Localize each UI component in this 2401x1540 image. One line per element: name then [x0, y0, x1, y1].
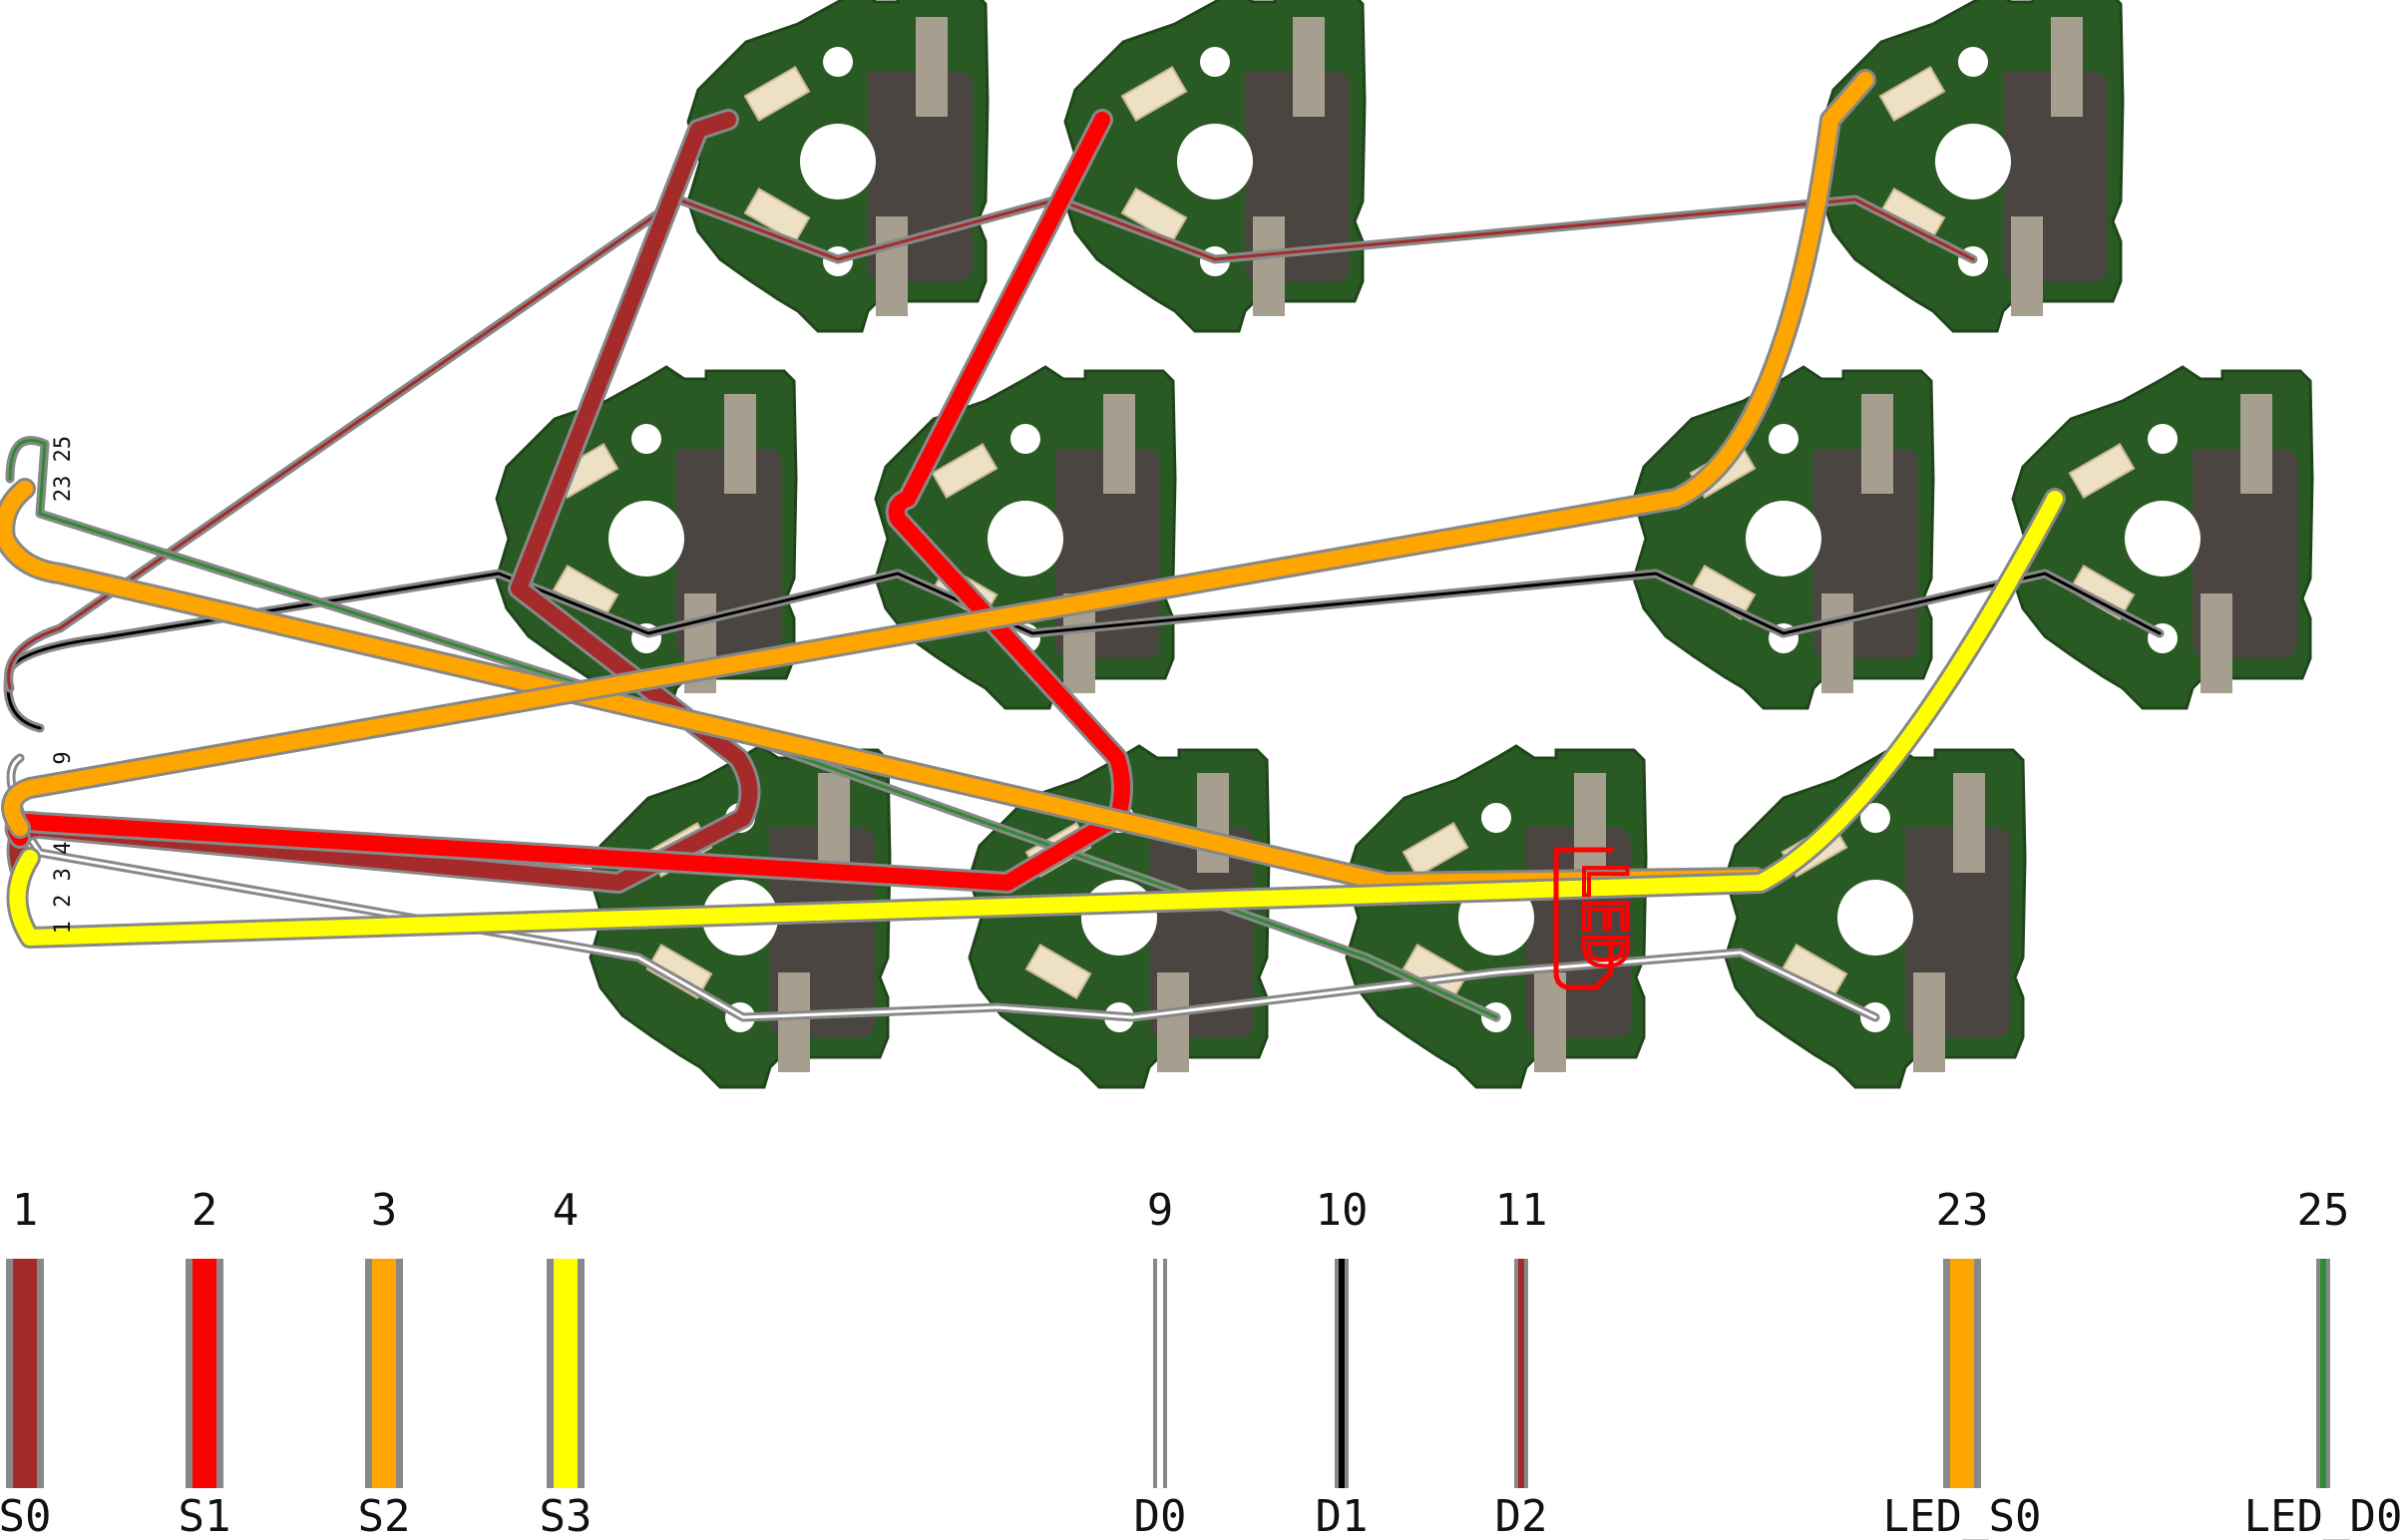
legend-name: D2 — [1495, 1491, 1548, 1540]
connector-label-mid: 9 — [51, 751, 76, 764]
legend-name: LED_D0 — [2244, 1491, 2401, 1540]
wire — [6, 572, 2162, 730]
legend-swatch — [1339, 1259, 1345, 1488]
connector-label-top: 23 25 — [51, 436, 76, 502]
legend-swatch — [554, 1259, 578, 1488]
legend-number: 2 — [192, 1185, 218, 1236]
legend-name: S3 — [540, 1491, 593, 1540]
legend-number: 23 — [1936, 1185, 1989, 1236]
legend-name: S1 — [179, 1491, 231, 1540]
connector-label-bottom: 1 2 3 4 — [51, 842, 76, 935]
legend-item-s3: 4S3 — [540, 1185, 593, 1540]
legend-number: 4 — [553, 1185, 580, 1236]
legend-name: D1 — [1316, 1491, 1369, 1540]
legend-name: LED_S0 — [1883, 1491, 2042, 1540]
switch-module — [1821, 0, 2125, 333]
legend-swatch — [193, 1259, 216, 1488]
legend-swatch — [1518, 1259, 1524, 1488]
legend-name: D0 — [1134, 1491, 1187, 1540]
legend-item-s2: 3S2 — [358, 1185, 411, 1540]
legend-name: S0 — [0, 1491, 51, 1540]
switch-module — [1063, 0, 1367, 333]
legend-number: 1 — [12, 1185, 39, 1236]
switch-module — [2011, 365, 2314, 710]
switch-module — [1632, 365, 1935, 710]
legend-number: 11 — [1495, 1185, 1548, 1236]
legend-swatch — [1157, 1259, 1163, 1488]
legend-item-s0: 1S0 — [0, 1185, 51, 1540]
legend-item-s1: 2S1 — [179, 1185, 231, 1540]
legend-swatch — [372, 1259, 396, 1488]
wire — [9, 491, 2063, 946]
legend-swatch — [13, 1259, 37, 1488]
led-silkscreen: LED — [1553, 847, 1641, 990]
legend-number: 3 — [371, 1185, 398, 1236]
legend-item-d0: 9D0 — [1134, 1185, 1187, 1540]
led-silkscreen-text: LED — [1569, 862, 1639, 969]
legend-number: 10 — [1316, 1185, 1369, 1236]
legend-name: S2 — [358, 1491, 411, 1540]
legend-swatch — [2320, 1259, 2326, 1488]
wire — [0, 481, 1764, 891]
switch-module — [686, 0, 990, 333]
wire — [4, 72, 1873, 836]
legend-number: 25 — [2297, 1185, 2350, 1236]
wire — [8, 439, 1498, 1019]
legend-swatch — [1950, 1259, 1974, 1488]
legend-number: 9 — [1147, 1185, 1174, 1236]
